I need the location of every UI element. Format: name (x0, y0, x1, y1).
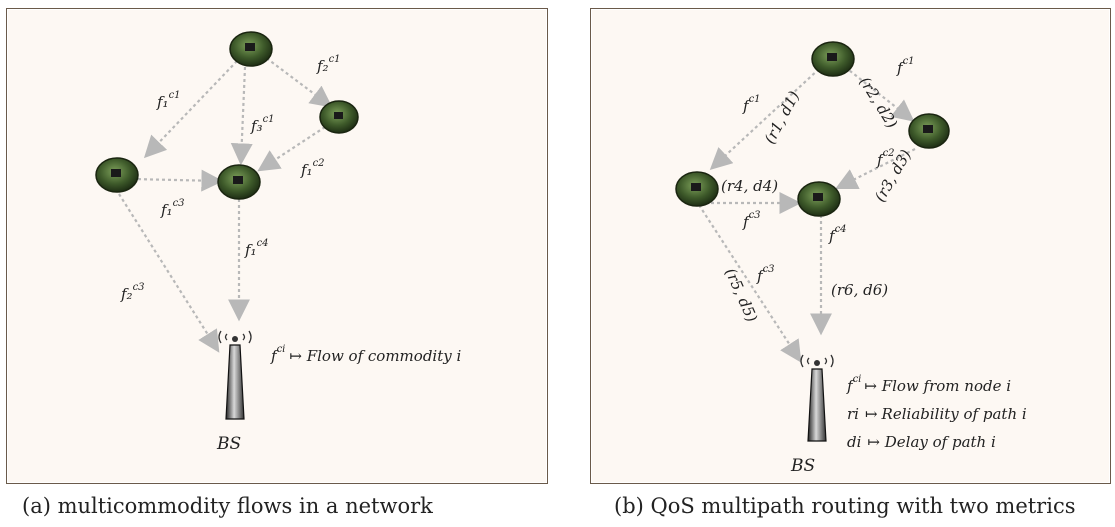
flow-label-c2: fc2 (876, 148, 895, 169)
sensor-node-icon (675, 171, 719, 207)
edge-b-right-center (835, 148, 916, 189)
legend-delay: di↦ Delay of path i (847, 433, 996, 451)
flow-label-f3-c1: f₃c1 (250, 114, 275, 135)
sensor-node-icon (229, 31, 273, 67)
flow-label-c1-right: fc1 (896, 56, 915, 77)
bs-label: BS (790, 456, 815, 476)
network-diagram-a: BS f₁c1 f₂c1 f₃c1 f₁c2 f₁c3 f₁c4 f₂c3 fc… (95, 31, 461, 454)
edge-b-left-bs (698, 204, 802, 363)
flow-label-f1-c3: f₁c3 (160, 198, 185, 219)
flow-label-f1-c2: f₁c2 (300, 158, 325, 179)
sensor-node-icon (908, 113, 950, 149)
edge-a-left-center (131, 169, 224, 192)
sensor-node-icon (95, 157, 139, 193)
legend-reliability: ri↦Reliability of path i (847, 405, 1027, 423)
flow-label-f2-c3: f₂c3 (120, 282, 145, 303)
edge-a-top-center (230, 66, 253, 166)
network-diagram-b: BS fc1 fc1 fc2 fc3 fc3 fc4 (r1, d1) (r2,… (675, 41, 1027, 476)
caption-a: (a) multicommodity flows in a network (22, 494, 433, 518)
base-station-icon (218, 330, 252, 420)
base-station-icon (800, 354, 834, 442)
edge-a-right-center (257, 126, 326, 172)
path-label-r4d4: (r4, d4) (721, 177, 778, 195)
flow-label-c4: fc4 (828, 224, 847, 245)
flow-label-c3-mid: fc3 (742, 210, 761, 231)
panel-a-multicommodity: BS f₁c1 f₂c1 f₃c1 f₁c2 f₁c3 f₁c4 f₂c3 fc… (6, 8, 548, 484)
legend-flow-commodity: fci↦ Flow of commodity i (270, 344, 461, 365)
caption-b: (b) QoS multipath routing with two metri… (614, 494, 1076, 518)
flow-label-f1-c4: f₁c4 (244, 238, 269, 259)
flow-label-f1-c1: f₁c1 (156, 90, 181, 111)
flow-label-f2-c1: f₂c1 (316, 54, 341, 75)
path-label-r1d1: (r1, d1) (761, 88, 804, 147)
edge-a-left-bs (118, 193, 220, 353)
edge-b-top-right (844, 66, 915, 122)
bs-label: BS (216, 434, 241, 454)
sensor-node-icon (217, 164, 261, 200)
panel-b-qos-routing: BS fc1 fc1 fc2 fc3 fc3 fc4 (r1, d1) (r2,… (590, 8, 1111, 484)
flow-label-c3-low: fc3 (756, 264, 775, 285)
sensor-node-icon (319, 100, 359, 134)
edge-a-top-left (143, 60, 238, 159)
edge-a-top-right (256, 50, 333, 108)
path-label-r2d2: (r2, d2) (856, 74, 902, 132)
path-label-r5d5: (r5, d5) (721, 265, 761, 325)
edge-b-top-left (709, 68, 820, 170)
sensor-node-icon (811, 41, 855, 77)
legend-flow-from-node: fci↦ Flow from node i (846, 374, 1011, 395)
path-label-r6d6: (r6, d6) (831, 281, 888, 299)
flow-label-c1-left: fc1 (742, 94, 761, 115)
sensor-node-icon (797, 181, 841, 217)
